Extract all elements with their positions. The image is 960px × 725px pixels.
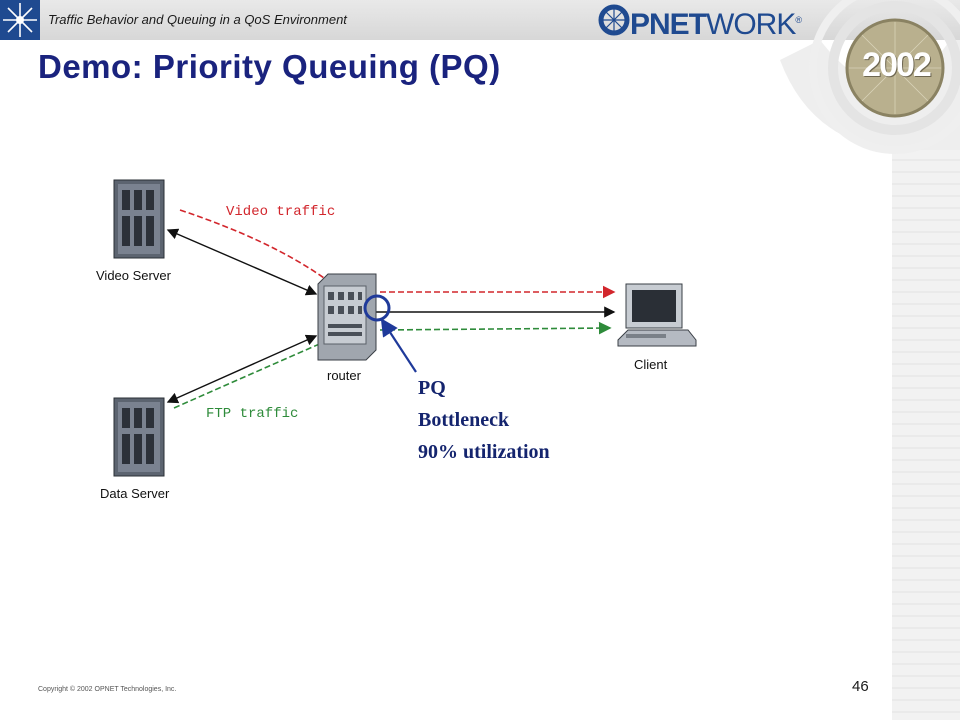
ftp-traffic-path-in	[173, 341, 325, 409]
page-number: 46	[852, 678, 869, 695]
logo-text-work: WORK	[706, 8, 796, 41]
decorative-side-panel: 2002	[780, 0, 960, 720]
page-title: Demo: Priority Queuing (PQ)	[38, 48, 501, 85]
copyright-notice: Copyright © 2002 OPNET Technologies, Inc…	[38, 686, 177, 693]
ftp-traffic-label: FTP traffic	[206, 406, 299, 422]
router-icon	[317, 273, 377, 361]
bottleneck-circle	[363, 294, 391, 322]
data-server-icon	[113, 397, 165, 477]
logo-registered-mark: ®	[795, 15, 802, 25]
link-video-router	[166, 228, 318, 296]
link-data-router	[166, 334, 318, 404]
logo-o-icon	[598, 4, 630, 41]
video-traffic-label: Video traffic	[226, 204, 336, 220]
bottleneck-pointer	[380, 318, 417, 373]
header-subtitle: Traffic Behavior and Queuing in a QoS En…	[48, 12, 347, 27]
ftp-traffic-path-out	[379, 321, 612, 335]
annotation-line-utilization: 90% utilization	[418, 441, 550, 463]
annotation-line-bottleneck: Bottleneck	[418, 409, 510, 431]
video-traffic-path-in	[179, 209, 325, 279]
video-server-icon	[113, 179, 165, 259]
star-logo-icon	[0, 0, 40, 40]
header-gradient	[40, 0, 960, 40]
video-server-label: Video Server	[96, 268, 171, 283]
badge-2002: 2002	[862, 46, 932, 84]
network-diagram: Video Server Data Server router Client V…	[80, 160, 720, 520]
router-label: router	[327, 368, 361, 383]
logo-text-pnet: PNET	[630, 8, 707, 41]
client-computer-icon	[617, 283, 697, 347]
opnetwork-logo: PNETWORK®	[598, 4, 802, 41]
data-server-label: Data Server	[100, 486, 170, 501]
client-label: Client	[634, 357, 668, 372]
header-band: Traffic Behavior and Queuing in a QoS En…	[0, 0, 960, 40]
bottleneck-annotation: PQ Bottleneck 90% utilization	[418, 372, 550, 468]
annotation-line-pq: PQ	[418, 377, 446, 399]
